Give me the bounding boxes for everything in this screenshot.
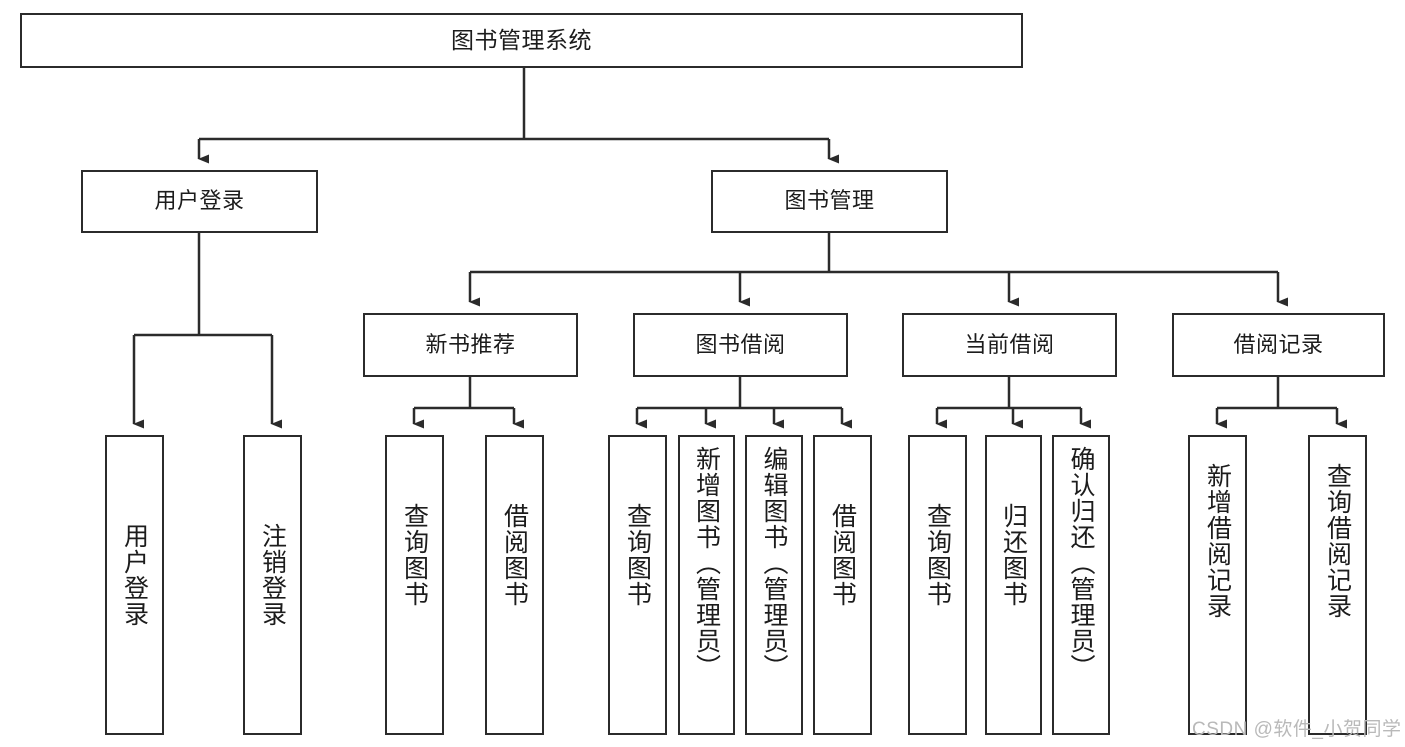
node-level2-0: 用户登录 (81, 170, 318, 233)
node-leaf-10: 确认归还（管理员） (1052, 435, 1110, 735)
node-leaf-1: 注销登录 (243, 435, 302, 735)
node-level2-1: 图书管理 (711, 170, 948, 233)
node-leaf-8: 查询图书 (908, 435, 967, 735)
node-label: 图书管理 (784, 188, 875, 214)
node-leaf-12: 查询借阅记录 (1308, 435, 1367, 735)
node-leaf-4: 查询图书 (608, 435, 667, 735)
node-leaf-3: 借阅图书 (485, 435, 544, 735)
node-leaf-11: 新增借阅记录 (1188, 435, 1247, 735)
node-level3-1: 图书借阅 (633, 313, 848, 377)
node-label: 借阅记录 (1233, 331, 1324, 357)
node-label: 归还图书 (999, 503, 1028, 607)
node-label: 借阅图书 (828, 503, 857, 607)
node-level3-3: 借阅记录 (1172, 313, 1385, 377)
node-label: 查询借阅记录 (1323, 463, 1352, 619)
node-label: 查询图书 (623, 503, 652, 607)
node-label: 查询图书 (400, 503, 429, 607)
node-label: 借阅图书 (500, 503, 529, 607)
node-label: 查询图书 (923, 503, 952, 607)
node-label: 当前借阅 (964, 331, 1055, 357)
node-label: 新书推荐 (425, 331, 516, 357)
node-label: 用户登录 (154, 188, 245, 214)
connector-lines (132, 68, 1347, 429)
node-leaf-9: 归还图书 (985, 435, 1042, 735)
node-level3-2: 当前借阅 (902, 313, 1117, 377)
csdn-watermark: CSDN @软件_小贺同学 (1192, 719, 1402, 740)
node-label: 新增借阅记录 (1203, 463, 1232, 619)
node-label: 注销登录 (258, 523, 287, 627)
node-leaf-6: 编辑图书（管理员） (745, 435, 803, 735)
node-root: 图书管理系统 (20, 13, 1023, 68)
node-level3-0: 新书推荐 (363, 313, 578, 377)
node-leaf-0: 用户登录 (105, 435, 164, 735)
node-label: 编辑图书（管理员） (760, 446, 788, 680)
node-label: 新增图书（管理员） (692, 446, 721, 680)
node-label: 用户登录 (120, 523, 149, 627)
node-label: 图书借阅 (695, 331, 786, 357)
node-label: 确认归还（管理员） (1067, 446, 1095, 680)
node-leaf-2: 查询图书 (385, 435, 444, 735)
node-leaf-5: 新增图书（管理员） (678, 435, 735, 735)
node-leaf-7: 借阅图书 (813, 435, 872, 735)
node-label: 图书管理系统 (451, 26, 592, 53)
